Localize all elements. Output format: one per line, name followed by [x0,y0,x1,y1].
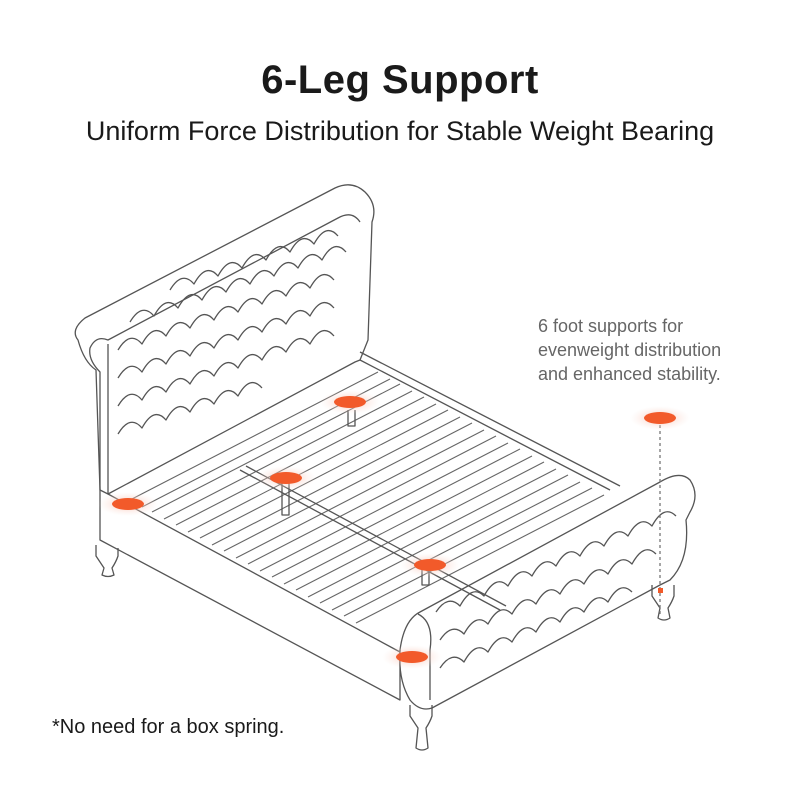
support-point-icon [320,390,380,414]
callout-line: and enhanced stability. [538,364,721,384]
support-point-icon [256,466,316,490]
support-point-icon [400,553,460,577]
support-point-icon [98,492,158,516]
page-title: 6-Leg Support [261,58,539,102]
leg [95,545,119,578]
leg [409,705,433,751]
callout-line: evenweight distribution [538,340,722,360]
support-point-icon [630,406,690,430]
side-rail-left [99,490,401,701]
support-callout: 6 foot supports for evenweight distribut… [538,314,778,386]
support-points [98,390,690,669]
footboard-outline [399,474,696,710]
page-subtitle: Uniform Force Distribution for Stable We… [85,116,715,146]
support-point-icon [382,645,442,669]
footnote: *No need for a box spring. [52,716,285,738]
callout-line: 6 foot supports for [538,316,684,336]
headboard-outline [74,184,375,495]
leg [651,585,675,621]
